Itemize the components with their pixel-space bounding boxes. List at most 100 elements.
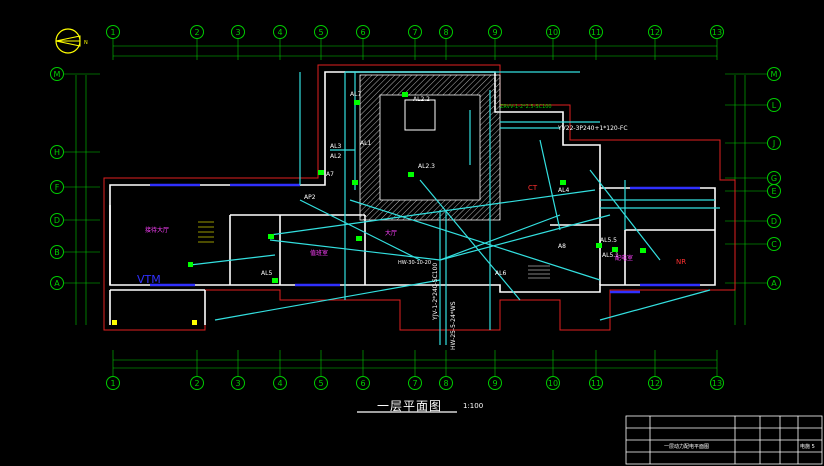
svg-text:A: A bbox=[771, 279, 777, 288]
title-block bbox=[625, 415, 823, 465]
panel-labels: AL2.2AL2.3AL1AL2AL3AL4AL5AL5.1AL6AP2A7A8… bbox=[261, 91, 619, 277]
grid-bottom-8: 8 bbox=[439, 376, 453, 390]
svg-text:11: 11 bbox=[591, 379, 601, 388]
panel-label-A7: A7 bbox=[326, 171, 334, 178]
grid-bottom-13: 13 bbox=[710, 376, 724, 390]
grid-top-9: 9 bbox=[488, 25, 502, 39]
grid-bottom-4: 4 bbox=[273, 376, 287, 390]
svg-text:12: 12 bbox=[650, 379, 660, 388]
svg-text:13: 13 bbox=[712, 379, 722, 388]
cable-runs bbox=[189, 71, 720, 345]
svg-text:3: 3 bbox=[235, 28, 240, 37]
grid-left-M: M bbox=[50, 67, 64, 81]
svg-text:2: 2 bbox=[194, 379, 199, 388]
panel-label-AL6: AL6 bbox=[495, 270, 506, 277]
panel-label-AL5-5: AL5.5 bbox=[600, 237, 617, 244]
svg-text:L: L bbox=[772, 101, 777, 110]
panel-label-AL5-1: AL5.1 bbox=[602, 252, 619, 259]
svg-text:4: 4 bbox=[277, 28, 282, 37]
panel-label-AL4: AL4 bbox=[558, 187, 569, 194]
svg-text:8: 8 bbox=[443, 28, 448, 37]
panel-label-AL7: AL7 bbox=[350, 91, 361, 98]
grid-top-10: 10 bbox=[546, 25, 560, 39]
svg-text:A: A bbox=[54, 279, 60, 288]
grid-right-D: D bbox=[767, 214, 781, 228]
dimension-lines bbox=[75, 45, 746, 369]
grid-top-7: 7 bbox=[408, 25, 422, 39]
grid-top-1: 1 bbox=[106, 25, 120, 39]
svg-text:4: 4 bbox=[277, 379, 282, 388]
cable-tag-vertical-2: HW-25-5-24*WS bbox=[450, 301, 457, 350]
grid-right-J: J bbox=[767, 136, 781, 150]
svg-text:10: 10 bbox=[548, 28, 558, 37]
panel-label-AL3: AL3 bbox=[330, 143, 341, 150]
grid-left-A: A bbox=[50, 276, 64, 290]
vtm-label: VTM bbox=[137, 273, 161, 286]
svg-text:11: 11 bbox=[591, 28, 601, 37]
title-block-sheet-no: 电施 5 bbox=[800, 443, 815, 450]
svg-text:6: 6 bbox=[360, 28, 365, 37]
grid-axes-left: M H F D B A bbox=[50, 67, 100, 290]
svg-text:H: H bbox=[54, 148, 60, 157]
nr-label: NR bbox=[676, 258, 686, 266]
grid-right-C: C bbox=[767, 237, 781, 251]
grid-top-4: 4 bbox=[273, 25, 287, 39]
panel-label-AL2-2: AL2.2 bbox=[413, 96, 430, 103]
grid-bottom-1: 1 bbox=[106, 376, 120, 390]
room-right-label: 配电室 bbox=[615, 254, 633, 262]
svg-text:C: C bbox=[771, 240, 777, 249]
panel-label-AL2: AL2 bbox=[330, 153, 341, 160]
svg-text:7: 7 bbox=[412, 28, 417, 37]
north-label: N bbox=[84, 40, 88, 46]
columns-yellow bbox=[112, 320, 197, 325]
svg-text:6: 6 bbox=[360, 379, 365, 388]
cable-tags: YV22-3P240+1*120-FC YJV-1-2*240-SC100 HW… bbox=[398, 104, 628, 350]
cable-tag-hw: HW-30-10-20 bbox=[398, 260, 431, 266]
room-left-label: 接待大厅 bbox=[145, 226, 169, 234]
svg-text:G: G bbox=[771, 174, 777, 183]
cable-tag-zr: ZRVV-1-2*2.5-SC100 bbox=[500, 104, 552, 110]
svg-text:2: 2 bbox=[194, 28, 199, 37]
windows bbox=[150, 183, 700, 294]
grid-bottom-10: 10 bbox=[546, 376, 560, 390]
drawing-scale: 1:100 bbox=[463, 402, 484, 410]
svg-text:9: 9 bbox=[492, 28, 497, 37]
svg-text:B: B bbox=[54, 248, 60, 257]
panel-label-AP2: AP2 bbox=[304, 194, 316, 201]
cable-tag-vertical-1: YJV-1-2*240-SC100 bbox=[432, 263, 439, 321]
svg-text:5: 5 bbox=[318, 379, 323, 388]
svg-text:13: 13 bbox=[712, 28, 722, 37]
grid-bottom-12: 12 bbox=[648, 376, 662, 390]
grid-bottom-2: 2 bbox=[190, 376, 204, 390]
grid-bottom-9: 9 bbox=[488, 376, 502, 390]
svg-text:M: M bbox=[54, 70, 61, 79]
svg-text:7: 7 bbox=[412, 379, 417, 388]
svg-text:9: 9 bbox=[492, 379, 497, 388]
drawing-title: 一层平面图 bbox=[377, 399, 443, 413]
grid-left-D: D bbox=[50, 213, 64, 227]
grid-top-11: 11 bbox=[589, 25, 603, 39]
grid-bottom-7: 7 bbox=[408, 376, 422, 390]
grid-top-12: 12 bbox=[648, 25, 662, 39]
grid-left-B: B bbox=[50, 245, 64, 259]
svg-text:D: D bbox=[54, 216, 60, 225]
panel-label-AL2-3: AL2.3 bbox=[418, 163, 435, 170]
svg-text:F: F bbox=[55, 183, 60, 192]
svg-text:3: 3 bbox=[235, 379, 240, 388]
panel-label-A8: A8 bbox=[558, 243, 566, 250]
grid-bottom-5: 5 bbox=[314, 376, 328, 390]
grid-left-F: F bbox=[50, 180, 64, 194]
grid-top-3: 3 bbox=[231, 25, 245, 39]
grid-bottom-3: 3 bbox=[231, 376, 245, 390]
distribution-panels bbox=[188, 92, 646, 283]
ct-label: CT bbox=[528, 184, 538, 192]
grid-top-5: 5 bbox=[314, 25, 328, 39]
grid-right-A: A bbox=[767, 276, 781, 290]
svg-text:J: J bbox=[772, 139, 775, 148]
title-block-drawing-name: 一层动力配电平面图 bbox=[664, 443, 709, 450]
svg-text:D: D bbox=[771, 217, 777, 226]
svg-text:1: 1 bbox=[110, 379, 115, 388]
